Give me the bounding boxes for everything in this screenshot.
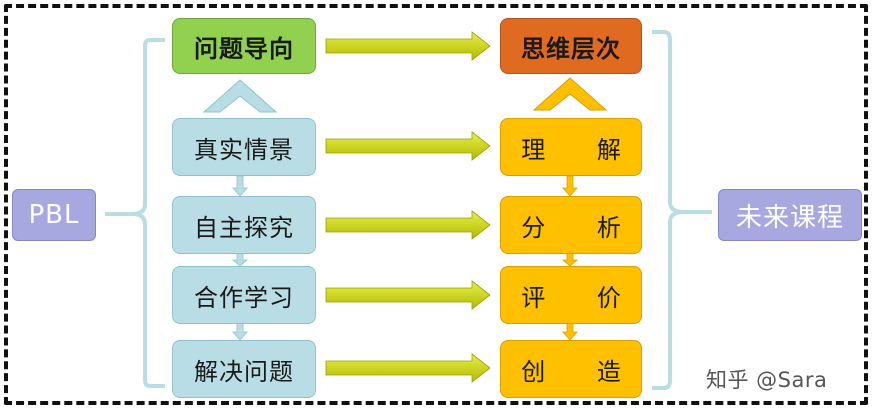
problem-oriented-box: 问题导向 — [172, 18, 316, 74]
dashed-border — [4, 4, 868, 405]
left-item-3: 解决问题 — [172, 340, 316, 398]
right-item-0: 理 解 — [500, 118, 642, 176]
left-item-0: 真实情景 — [172, 118, 316, 176]
right-item-3: 创 造 — [500, 340, 642, 398]
left-item-2: 合作学习 — [172, 266, 316, 324]
right-bracket — [652, 30, 712, 390]
down-arrows-right — [561, 175, 579, 341]
watermark: 知乎 @Sara — [706, 368, 828, 392]
up-chevron-left — [202, 79, 278, 113]
right-arrows — [325, 31, 491, 383]
future-curriculum-label: 未来课程 — [718, 189, 862, 241]
right-item-1: 分 析 — [500, 196, 642, 254]
arrow-row-1 — [325, 131, 491, 161]
right-item-2: 评 价 — [500, 266, 642, 324]
down-arrows-left — [231, 175, 249, 341]
left-bracket — [105, 38, 165, 388]
arrow-row-2 — [325, 210, 491, 240]
arrow-row-3 — [325, 280, 491, 310]
arrow-row-4 — [325, 353, 491, 383]
pbl-label: PBL — [12, 189, 96, 241]
left-item-1: 自主探究 — [172, 196, 316, 254]
thinking-levels-box: 思维层次 — [500, 18, 642, 74]
arrow-row-0 — [325, 31, 491, 61]
up-chevron-right — [532, 77, 608, 111]
